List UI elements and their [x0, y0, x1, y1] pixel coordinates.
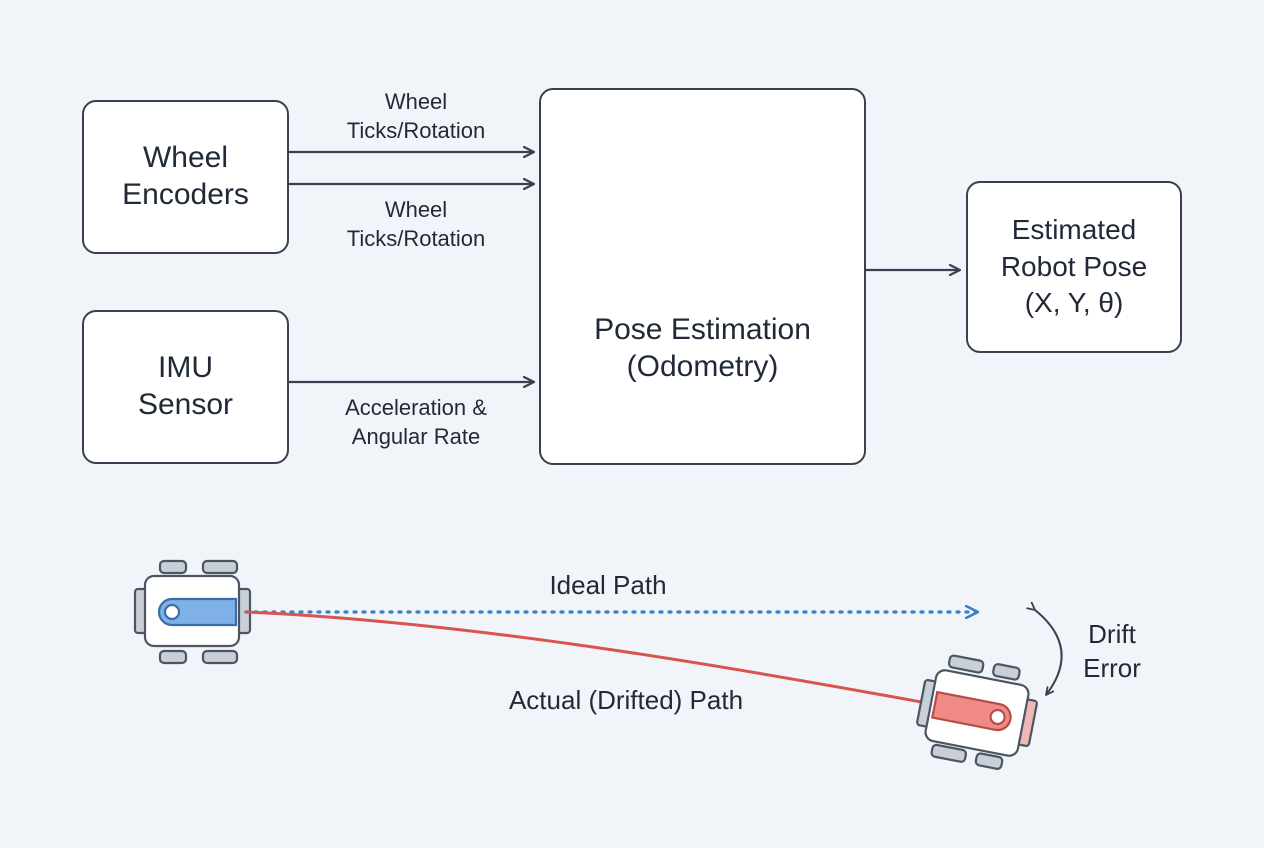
estimated-pose-box: Estimated Robot Pose (X, Y, θ)	[966, 181, 1182, 353]
actual-path-line	[245, 610, 933, 706]
pose-estimation-line1: Pose Estimation	[594, 313, 811, 346]
actual-path-label: Actual (Drifted) Path	[508, 685, 744, 715]
drift-error-line2: Error	[1083, 652, 1141, 683]
edge-label-ticks-bottom-line1: Wheel	[384, 197, 448, 222]
drift-error-line1: Drift	[1088, 619, 1136, 649]
drift-error-label: Drift Error	[1066, 618, 1158, 686]
edge-label-ticks-bottom: Wheel Ticks/Rotation	[316, 195, 516, 253]
wheel-encoders-box: Wheel Encoders	[82, 100, 289, 254]
robot-icon	[916, 654, 1038, 770]
wheel-encoders-line2: Encoders	[122, 178, 249, 211]
drift-error-arrow	[1026, 601, 1063, 696]
estimated-pose-line2: Robot Pose	[1000, 250, 1148, 282]
imu-sensor-line2: Sensor	[137, 388, 234, 421]
wheel-encoders-line1: Wheel	[142, 141, 229, 175]
pose-estimation-line2: (Odometry)	[626, 349, 779, 383]
imu-sensor-line1: IMU	[158, 351, 213, 385]
ideal-path-label: Ideal Path	[549, 570, 667, 600]
edge-label-ticks-top: Wheel Ticks/Rotation	[316, 87, 516, 145]
robot-icon	[133, 559, 252, 665]
estimated-pose-line1: Estimated	[1011, 214, 1137, 246]
pose-estimation-box: Pose Estimation (Odometry)	[539, 88, 866, 465]
imu-sensor-box: IMU Sensor	[82, 310, 289, 464]
edge-label-ticks-top-line2: Ticks/Rotation	[346, 118, 486, 144]
edge-label-imu-line1: Acceleration &	[345, 395, 487, 420]
edge-label-imu-line2: Angular Rate	[351, 424, 481, 450]
edge-label-ticks-bottom-line2: Ticks/Rotation	[346, 226, 486, 252]
edge-label-imu: Acceleration & Angular Rate	[306, 393, 526, 451]
estimated-pose-line3: (X, Y, θ)	[1024, 287, 1124, 319]
edge-label-ticks-top-line1: Wheel	[384, 89, 448, 114]
